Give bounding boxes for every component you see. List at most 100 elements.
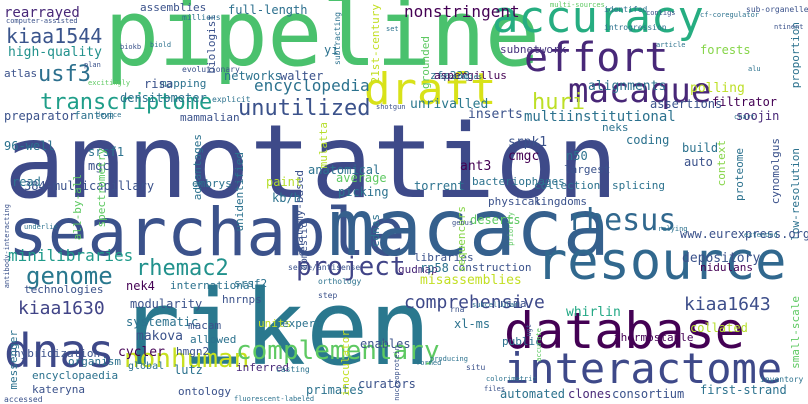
word: identifed bbox=[604, 5, 648, 14]
word: 384-multicapillary bbox=[24, 179, 155, 193]
word: nucleoprotein bbox=[393, 346, 401, 401]
word: cf-coregulator bbox=[700, 11, 760, 19]
word: anatomical bbox=[308, 163, 381, 177]
word: mapping bbox=[160, 77, 207, 90]
word: plan bbox=[84, 61, 101, 69]
word: unutilized bbox=[238, 96, 371, 121]
word: rearrayed bbox=[4, 5, 80, 21]
word: casting bbox=[276, 365, 310, 374]
word: kiaa1643 bbox=[684, 294, 771, 315]
word: accurate bbox=[535, 328, 543, 362]
word: hmgn2 bbox=[176, 345, 210, 358]
word: underlie bbox=[24, 223, 58, 231]
word: device bbox=[96, 111, 122, 119]
word: subnetwork bbox=[500, 43, 567, 56]
word: depository bbox=[682, 251, 761, 266]
word: dnas bbox=[4, 324, 115, 378]
word: hybridization bbox=[14, 347, 101, 360]
word: 21st-century bbox=[369, 4, 382, 84]
word: average bbox=[336, 171, 387, 185]
word: advantages bbox=[191, 134, 204, 201]
word: shotgun bbox=[376, 103, 406, 111]
word: proportion bbox=[789, 22, 802, 89]
word: n50 bbox=[566, 149, 588, 163]
word: millions bbox=[182, 13, 221, 22]
word: huri bbox=[532, 90, 585, 115]
word: ntinent bbox=[774, 23, 804, 31]
word: project bbox=[296, 252, 406, 282]
word: ontology bbox=[178, 385, 231, 398]
word: strategies bbox=[440, 73, 483, 81]
word: collated bbox=[690, 321, 748, 335]
word: introgression bbox=[604, 23, 667, 32]
word: paint bbox=[266, 175, 303, 189]
word: rhesus bbox=[568, 203, 677, 238]
word: accessed bbox=[4, 395, 43, 404]
word: biold bbox=[150, 41, 172, 49]
word: cycler bbox=[118, 345, 165, 360]
word: construction bbox=[452, 261, 532, 274]
word: spectrometry bbox=[95, 148, 108, 228]
word: read bbox=[12, 175, 41, 189]
word: forests bbox=[700, 43, 751, 57]
word: mulatta bbox=[317, 122, 330, 169]
word: nidulans bbox=[700, 261, 753, 274]
word: encyclopedia bbox=[254, 76, 370, 95]
word: splicing bbox=[612, 179, 665, 192]
word: article bbox=[656, 41, 686, 49]
word: all-by-all bbox=[71, 174, 84, 241]
word: inferred bbox=[236, 361, 289, 374]
word: technologies bbox=[24, 283, 104, 296]
word: formed bbox=[416, 359, 442, 367]
word: xl-ms bbox=[454, 317, 491, 331]
word: preparator bbox=[4, 109, 77, 123]
word: collection bbox=[534, 179, 601, 192]
word: mrf bbox=[330, 305, 345, 314]
word: curators bbox=[358, 377, 416, 391]
word: whirlin bbox=[566, 305, 621, 320]
word: gudmap bbox=[398, 263, 438, 276]
word: annotation bbox=[4, 103, 619, 222]
word: encyclopaedia bbox=[32, 369, 119, 382]
word: situ bbox=[466, 363, 486, 372]
word: first-strand bbox=[700, 383, 787, 397]
word: hnrnps bbox=[222, 293, 262, 306]
word: files bbox=[484, 385, 506, 393]
word: orthology bbox=[318, 277, 362, 286]
word: risa bbox=[144, 77, 173, 91]
word: excitingly bbox=[88, 79, 131, 87]
word: mgc bbox=[88, 159, 110, 173]
word: auto bbox=[684, 155, 713, 169]
word: messenger bbox=[7, 330, 20, 390]
word: unrivalled bbox=[410, 97, 489, 112]
word: minilibraries bbox=[8, 246, 134, 265]
word: mammalian bbox=[180, 111, 240, 124]
word: pipeline bbox=[104, 0, 540, 87]
word: contigs bbox=[646, 9, 676, 17]
word: unidentified bbox=[233, 152, 246, 232]
word: interactome bbox=[504, 344, 783, 393]
word: resource bbox=[536, 232, 787, 292]
word: accuracy bbox=[492, 0, 704, 43]
word: atlas bbox=[4, 67, 38, 80]
word: systematic bbox=[126, 315, 199, 329]
word: automated bbox=[500, 387, 566, 401]
word: primates bbox=[306, 383, 364, 397]
word: neks bbox=[602, 121, 629, 134]
word: context bbox=[715, 140, 728, 187]
word: priority bbox=[507, 212, 515, 246]
word: clones bbox=[568, 387, 612, 401]
word: comprehensive bbox=[404, 292, 545, 313]
word: full-length bbox=[228, 3, 308, 17]
word: cmgc bbox=[508, 149, 540, 164]
word: makova bbox=[136, 329, 183, 344]
word: nek4 bbox=[126, 279, 155, 293]
word: polling bbox=[690, 81, 745, 96]
word: kingdoms bbox=[534, 195, 587, 208]
word: soojin bbox=[736, 109, 780, 123]
word: biokb bbox=[120, 43, 142, 51]
word: riken bbox=[118, 267, 432, 389]
word: usf3 bbox=[38, 62, 91, 87]
word: proteome bbox=[733, 148, 746, 201]
word: fantom bbox=[74, 109, 114, 122]
